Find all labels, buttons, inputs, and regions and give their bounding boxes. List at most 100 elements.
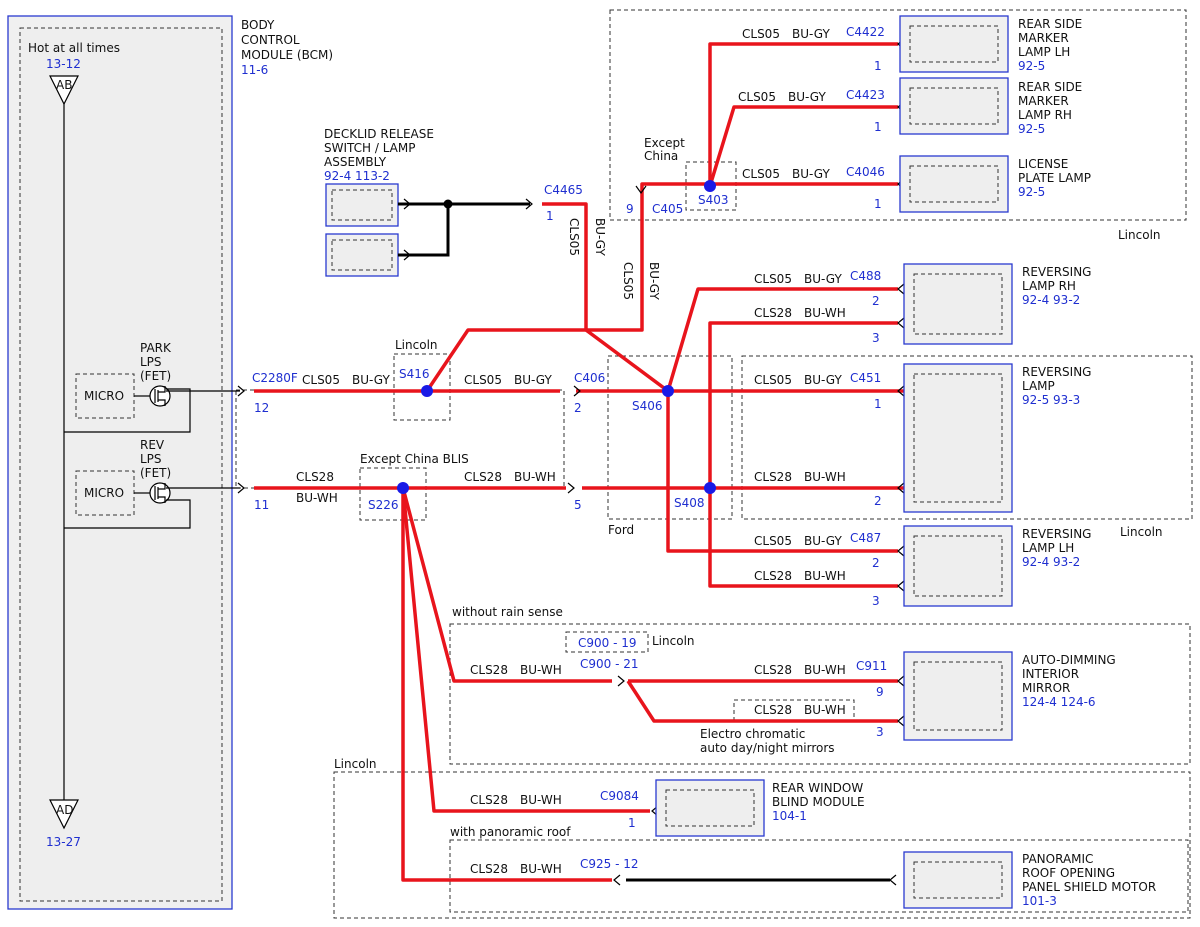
svg-text:PLATE LAMP: PLATE LAMP [1018,171,1091,185]
svg-text:BU-WH: BU-WH [520,663,562,677]
splice-s416[interactable] [421,385,433,397]
electro-label-2: auto day/night mirrors [700,741,835,755]
reversing-lamp[interactable] [903,363,1013,513]
svg-text:CLS05: CLS05 [302,373,340,387]
electro-label-1: Electro chromatic [700,727,805,741]
without-rain-label: without rain sense [452,605,563,619]
svg-text:REAR SIDE: REAR SIDE [1018,80,1082,94]
svg-text:BU-GY: BU-GY [792,27,830,41]
svg-text:92-4 93-2[interactable]: 92-4 93-2 [1022,555,1080,569]
s403-label[interactable]: S403 [698,193,729,207]
splice-s226[interactable] [397,482,409,494]
rev-label-3: (FET) [140,466,171,480]
svg-text:1: 1 [628,816,636,830]
ford-region [607,355,733,520]
svg-text:BU-WH: BU-WH [296,491,338,505]
ad-triangle [49,799,79,830]
svg-text:REAR SIDE: REAR SIDE [1018,17,1082,31]
license-plate-lamp[interactable] [899,155,1009,213]
svg-text:LAMP RH: LAMP RH [1018,108,1072,122]
svg-text:BU-GY: BU-GY [804,534,842,548]
c2280f-label[interactable]: C2280F [252,371,298,385]
svg-text:101-3[interactable]: 101-3 [1022,894,1057,908]
svg-text:92-5[interactable]: 92-5 [1018,122,1045,136]
rear-side-marker-lh[interactable] [899,15,1009,73]
splice-s408[interactable] [704,482,716,494]
except-china-blis-label: Except China BLIS [360,452,469,466]
bcm-ref[interactable]: 11-6 [241,63,268,77]
rear-side-marker-rh[interactable] [899,77,1009,135]
svg-text:9: 9 [876,685,884,699]
svg-text:MARKER: MARKER [1018,31,1069,45]
svg-text:CLS28: CLS28 [470,663,508,677]
lincoln-region-bottom [333,771,1191,919]
svg-text:CLS28: CLS28 [296,470,334,484]
ab-triangle [49,75,79,106]
s406-label[interactable]: S406 [632,399,663,413]
svg-text:ROOF OPENING: ROOF OPENING [1022,866,1115,880]
svg-text:MIRROR: MIRROR [1022,681,1070,695]
svg-text:1: 1 [874,197,882,211]
svg-text:BLIND MODULE: BLIND MODULE [772,795,865,809]
c4046-label[interactable]: C4046 [846,165,885,179]
bottom-ref[interactable]: 13-27 [46,835,81,849]
splice-s406[interactable] [662,385,674,397]
svg-text:92-5 93-3[interactable]: 92-5 93-3 [1022,393,1080,407]
decklid-refs[interactable]: 92-4 113-2 [324,169,390,183]
s416-label[interactable]: S416 [399,367,430,381]
svg-text:INTERIOR: INTERIOR [1022,667,1079,681]
c900-19-label[interactable]: C900 - 19 [578,636,637,650]
svg-text:2: 2 [574,401,582,415]
svg-text:CLS05: CLS05 [738,90,776,104]
c487-label[interactable]: C487 [850,531,881,545]
svg-text:CLS28: CLS28 [470,862,508,876]
svg-text:BU-WH: BU-WH [804,470,846,484]
rear-window-blind-module[interactable] [655,779,765,837]
ford-label: Ford [608,523,634,537]
panoramic-roof-motor[interactable] [903,851,1013,909]
svg-text:AUTO-DIMMING: AUTO-DIMMING [1022,653,1116,667]
c406-label[interactable]: C406 [574,371,605,385]
except-china-label-2: China [644,149,678,163]
bcm-title-3: MODULE (BCM) [241,48,333,62]
auto-dimming-mirror[interactable] [903,651,1013,741]
rev-label-2: LPS [140,452,162,466]
svg-text:124-4 124-6[interactable]: 124-4 124-6 [1022,695,1096,709]
c911-label[interactable]: C911 [856,659,887,673]
red-wires [254,42,1012,882]
s226-label[interactable]: S226 [368,498,399,512]
svg-text:92-5[interactable]: 92-5 [1018,59,1045,73]
c488-label[interactable]: C488 [850,269,881,283]
svg-text:3: 3 [872,594,880,608]
c925-label[interactable]: C925 - 12 [580,857,639,871]
svg-text:2: 2 [872,556,880,570]
reversing-lamp-lh[interactable] [903,525,1013,607]
top-ref[interactable]: 13-12 [46,57,81,71]
reversing-lamp-rh[interactable] [903,263,1013,345]
s408-label[interactable]: S408 [674,496,705,510]
svg-text:BU-WH: BU-WH [804,306,846,320]
svg-text:LICENSE: LICENSE [1018,157,1068,171]
c9084-label[interactable]: C9084 [600,789,639,803]
svg-text:1: 1 [874,120,882,134]
svg-text:92-4 93-2[interactable]: 92-4 93-2 [1022,293,1080,307]
c4423-label[interactable]: C4423 [846,88,885,102]
splice-s403[interactable] [704,180,716,192]
c451-label[interactable]: C451 [850,371,881,385]
svg-text:104-1[interactable]: 104-1 [772,809,807,823]
lincoln-region-reversing [741,355,1193,520]
micro-label-1: MICRO [84,389,124,403]
svg-text:REVERSING: REVERSING [1022,527,1091,541]
svg-text:CLS05: CLS05 [464,373,502,387]
svg-text:CLS05: CLS05 [754,534,792,548]
lincoln-label-bottom: Lincoln [334,757,377,771]
bcm-title-2: CONTROL [241,33,300,47]
c405-label[interactable]: C405 [652,202,683,216]
svg-text:BU-WH: BU-WH [520,793,562,807]
svg-text:1: 1 [874,59,882,73]
svg-text:92-5[interactable]: 92-5 [1018,185,1045,199]
c900-21-label[interactable]: C900 - 21 [580,657,639,671]
svg-text:BU-GY: BU-GY [804,373,842,387]
c4422-label[interactable]: C4422 [846,25,885,39]
c4465-label[interactable]: C4465 [544,183,583,197]
